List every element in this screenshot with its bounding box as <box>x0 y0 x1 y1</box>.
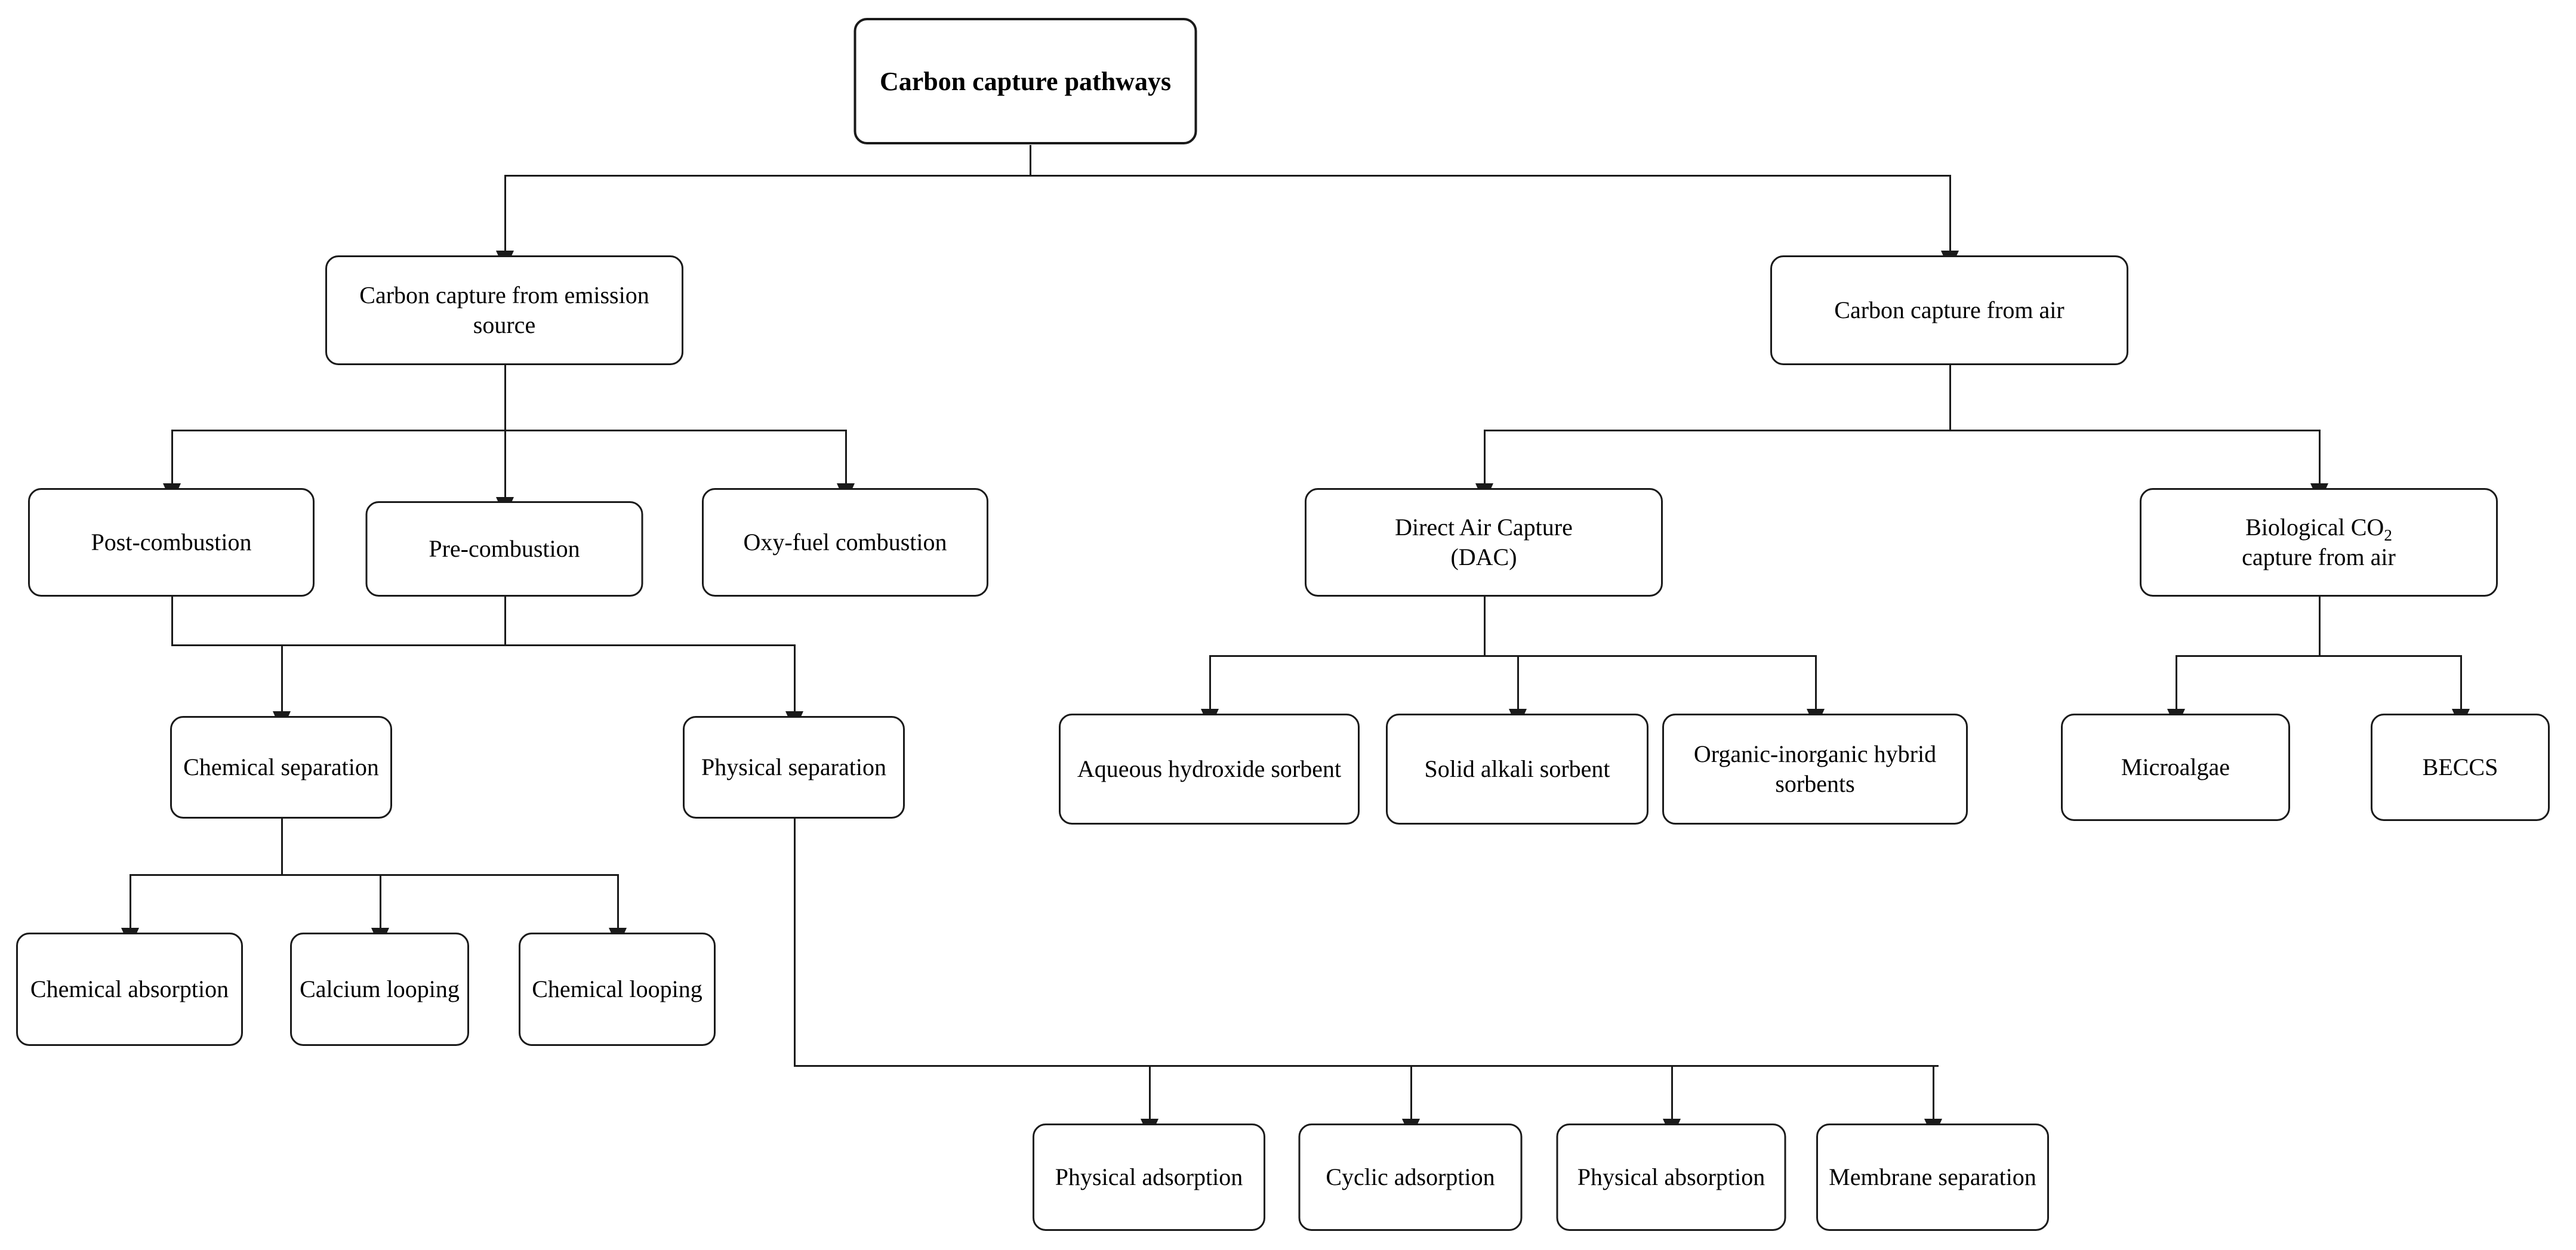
node-label-line1: Biological CO2 <box>2245 514 2392 544</box>
node-oxy-fuel-combustion[interactable]: Oxy-fuel combustion <box>702 488 988 597</box>
node-label: Calcium looping <box>300 976 460 1002</box>
edge-emission-stem <box>504 365 506 431</box>
edge-bio-to-beccs <box>2460 655 2462 714</box>
edge-root-to-left-drop <box>504 175 506 255</box>
edge-physsep-to-membrane <box>1933 1065 1934 1124</box>
node-biological-co2-capture-from-air[interactable]: Biological CO2 capture from air <box>2140 488 2498 597</box>
edge-emission-to-post <box>171 430 173 488</box>
edge-chemsep-to-calcium <box>380 874 381 933</box>
node-direct-air-capture[interactable]: Direct Air Capture (DAC) <box>1305 488 1663 597</box>
node-label: Post-combustion <box>91 529 252 555</box>
node-label: Chemical looping <box>532 976 702 1002</box>
node-label: Physical separation <box>701 754 886 780</box>
node-label: BECCS <box>2422 754 2498 780</box>
edge-bio-to-microalgae <box>2176 655 2177 714</box>
node-label-line2: capture from air <box>2242 544 2396 570</box>
node-label: Solid alkali sorbent <box>1424 755 1610 782</box>
node-cyclic-adsorption[interactable]: Cyclic adsorption <box>1298 1124 1523 1231</box>
edge-air-bus <box>1484 430 2321 431</box>
subscript-two: 2 <box>2384 526 2392 544</box>
node-label: Chemical absorption <box>30 976 229 1002</box>
node-label: Carbon capture pathways <box>879 66 1172 96</box>
edge-chemsep-to-chemabs <box>130 874 131 933</box>
node-label: Organic-inorganic hybrid sorbents <box>1693 740 1937 797</box>
node-physical-separation[interactable]: Physical separation <box>683 716 905 819</box>
edge-chemsep-to-chemloop <box>617 874 619 933</box>
edge-root-to-right-drop <box>1949 175 1951 255</box>
edge-air-stem <box>1949 365 1951 431</box>
edge-physsep-bus <box>794 1065 1939 1067</box>
node-chemical-looping[interactable]: Chemical looping <box>519 933 716 1046</box>
edge-air-to-bio <box>2319 430 2321 488</box>
node-label: Carbon capture from air <box>1834 297 2065 323</box>
edge-chemsep-bus <box>130 874 619 876</box>
edge-combustion-bus <box>171 644 796 646</box>
node-calcium-looping[interactable]: Calcium looping <box>290 933 469 1046</box>
node-label-line1: Direct Air Capture <box>1395 514 1573 541</box>
node-membrane-separation[interactable]: Membrane separation <box>1816 1124 2049 1231</box>
edge-emission-to-oxy <box>845 430 847 488</box>
edge-physsep-stem <box>794 819 796 1067</box>
edge-physsep-to-physabs <box>1671 1065 1673 1124</box>
node-physical-adsorption[interactable]: Physical adsorption <box>1033 1124 1265 1231</box>
node-carbon-capture-pathways[interactable]: Carbon capture pathways <box>853 18 1197 144</box>
node-solid-alkali-sorbent[interactable]: Solid alkali sorbent <box>1386 714 1648 825</box>
edge-dac-to-aqueous <box>1209 655 1211 714</box>
node-label: Microalgae <box>2121 754 2230 780</box>
edge-dac-stem <box>1484 591 1486 656</box>
node-post-combustion[interactable]: Post-combustion <box>28 488 315 597</box>
node-pre-combustion[interactable]: Pre-combustion <box>365 501 643 597</box>
node-label: Carbon capture from emission source <box>359 282 649 338</box>
node-beccs[interactable]: BECCS <box>2371 714 2550 821</box>
edge-root-bus <box>504 175 1951 177</box>
edge-bio-stem <box>2319 591 2321 656</box>
edge-emission-bus <box>171 430 847 431</box>
edge-dac-to-hybrid <box>1815 655 1817 714</box>
edge-root-stem <box>1030 145 1031 176</box>
edge-dac-bus <box>1209 655 1817 657</box>
node-label: Biological CO2 capture from air <box>2147 513 2490 572</box>
node-carbon-capture-from-emission-source[interactable]: Carbon capture from emission source <box>325 255 683 365</box>
node-label: Direct Air Capture (DAC) <box>1312 513 1655 572</box>
edge-physsep-to-physads <box>1149 1065 1151 1124</box>
node-label: Chemical separation <box>183 754 379 780</box>
node-aqueous-hydroxide-sorbent[interactable]: Aqueous hydroxide sorbent <box>1059 714 1360 825</box>
node-label: Physical absorption <box>1577 1163 1765 1190</box>
node-carbon-capture-from-air[interactable]: Carbon capture from air <box>1770 255 2128 365</box>
edge-post-down <box>171 597 173 646</box>
edge-pre-down <box>504 597 506 646</box>
node-label: Aqueous hydroxide sorbent <box>1077 755 1342 782</box>
edge-bio-bus <box>2176 655 2462 657</box>
edge-bus-to-physical-sep <box>794 644 796 716</box>
node-label: Oxy-fuel combustion <box>743 529 947 555</box>
node-chemical-absorption[interactable]: Chemical absorption <box>16 933 243 1046</box>
node-organic-inorganic-hybrid-sorbents[interactable]: Organic-inorganic hybrid sorbents <box>1662 714 1968 825</box>
node-label-line2: (DAC) <box>1450 544 1517 570</box>
edge-bus-to-chemical-sep <box>281 644 283 716</box>
node-microalgae[interactable]: Microalgae <box>2061 714 2290 821</box>
node-chemical-separation[interactable]: Chemical separation <box>170 716 392 819</box>
node-label-line1-text: Biological CO <box>2245 514 2384 541</box>
edge-physsep-to-cyclic <box>1410 1065 1412 1124</box>
edge-dac-to-solid <box>1517 655 1519 714</box>
node-label: Cyclic adsorption <box>1326 1163 1495 1190</box>
edge-chemsep-stem <box>281 819 283 876</box>
edge-emission-to-pre <box>504 430 506 501</box>
node-label: Physical adsorption <box>1055 1163 1243 1190</box>
node-label: Membrane separation <box>1829 1163 2036 1190</box>
edge-air-to-dac <box>1484 430 1486 488</box>
node-physical-absorption[interactable]: Physical absorption <box>1556 1124 1786 1231</box>
node-label: Pre-combustion <box>429 535 580 562</box>
